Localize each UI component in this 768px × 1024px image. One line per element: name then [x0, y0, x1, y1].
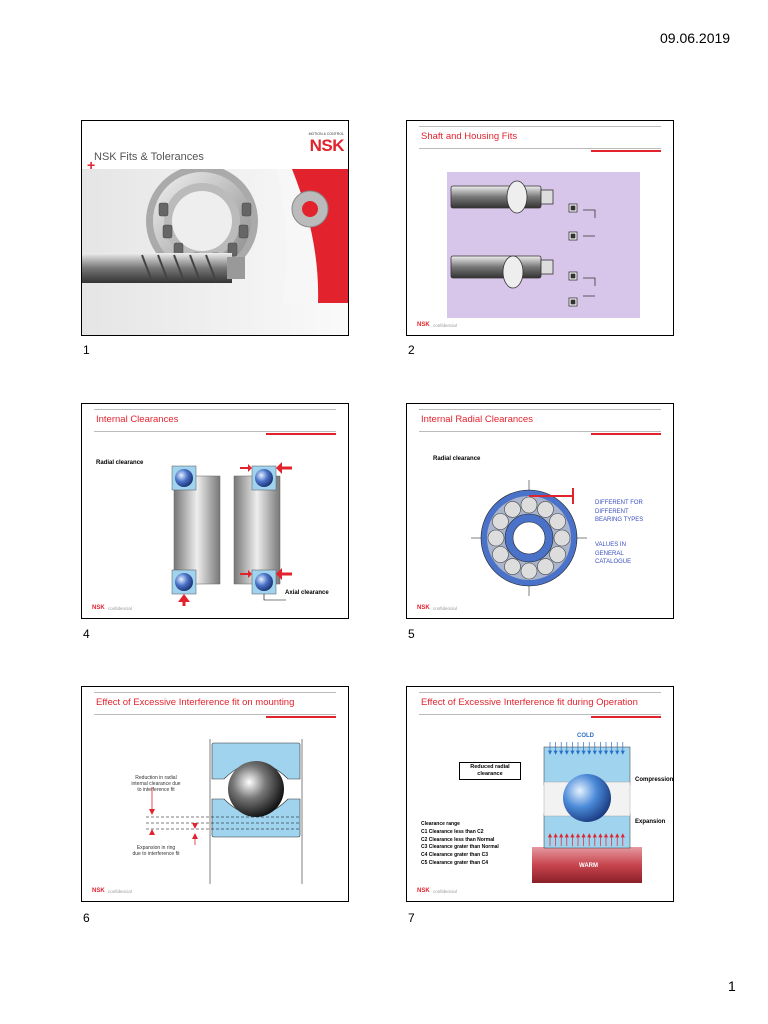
operation-diagram — [532, 742, 642, 883]
slide-title: Effect of Excessive Interference fit on … — [96, 697, 295, 708]
accent-line — [591, 150, 661, 152]
expansion-note: Expansion in ring due to interference fi… — [132, 845, 180, 857]
footer-confidential: confidencial — [108, 889, 132, 894]
logo-caption: MOTION & CONTROL — [308, 132, 344, 136]
slide-number: 5 — [408, 627, 415, 641]
divider — [419, 714, 661, 715]
slide-1[interactable]: NSK Fits & Tolerances + MOTION & CONTROL… — [81, 120, 349, 336]
cold-arrows — [547, 742, 625, 755]
plus-icon: + — [87, 157, 96, 173]
shaft-fits-diagram — [447, 172, 640, 318]
radial-clearance-label: Radial clearance — [96, 460, 144, 466]
slide-4[interactable]: Internal Clearances Radial clearance Axi… — [81, 403, 349, 619]
slide-5[interactable]: Internal Radial Clearances Radial cleara… — [406, 403, 674, 619]
nsk-logo: NSK — [309, 136, 345, 155]
header-date: 09.06.2019 — [660, 30, 731, 46]
slide-title: NSK Fits & Tolerances — [94, 151, 204, 163]
slide-2[interactable]: Shaft and Housing Fits NSK confidencial — [406, 120, 674, 336]
cold-label: COLD — [577, 733, 594, 739]
divider — [94, 692, 336, 693]
divider — [419, 409, 661, 410]
footer-logo: NSK — [92, 888, 105, 894]
values-note: VALUES IN GENERAL CATALOGUE — [595, 542, 632, 566]
accent-line — [266, 716, 336, 718]
radial-clearance-label: Radial clearance — [433, 456, 481, 462]
slide-number: 2 — [408, 343, 415, 357]
footer-confidential: confidencial — [433, 323, 457, 328]
different-note: DIFFERENT FOR DIFFERENT BEARING TYPES — [595, 500, 644, 524]
footer-logo: NSK — [417, 322, 430, 328]
slide-number: 6 — [83, 911, 90, 925]
footer-confidential: confidencial — [433, 889, 457, 894]
slide-6[interactable]: Effect of Excessive Interference fit on … — [81, 686, 349, 902]
divider — [94, 714, 336, 715]
accent-line — [591, 433, 661, 435]
compression-label: Compression — [635, 777, 674, 783]
ball-set — [487, 496, 571, 580]
slide-title: Effect of Excessive Interference fit dur… — [421, 697, 638, 708]
accent-line — [266, 433, 336, 435]
divider — [419, 431, 661, 432]
footer-logo: NSK — [417, 605, 430, 611]
warm-arrows — [547, 833, 625, 846]
reduced-clearance-box: Reduced radial clearance — [459, 762, 521, 781]
slide-title: Shaft and Housing Fits — [421, 131, 518, 142]
slide-number: 7 — [408, 911, 415, 925]
slide-title: Internal Radial Clearances — [421, 414, 533, 425]
warm-label: WARM — [579, 863, 598, 869]
divider — [94, 409, 336, 410]
footer-confidential: confidencial — [108, 606, 132, 611]
reduction-note: Reduction in radial internal clearance d… — [131, 775, 181, 793]
footer-logo: NSK — [417, 888, 430, 894]
slide-number: 4 — [83, 627, 90, 641]
divider — [419, 126, 661, 127]
accent-line — [591, 716, 661, 718]
page-number: 1 — [728, 978, 736, 994]
slide-title: Internal Clearances — [96, 414, 179, 425]
bearing-hero-image — [82, 169, 348, 335]
divider — [419, 692, 661, 693]
axial-clearance-label: Axial clearance — [285, 590, 329, 596]
mounting-diagram — [146, 739, 303, 884]
divider — [419, 148, 661, 149]
clearance-range-list: Clearance range C1 Clearance less than C… — [421, 821, 499, 866]
slide-number: 1 — [83, 343, 90, 357]
divider — [94, 431, 336, 432]
footer-logo: NSK — [92, 605, 105, 611]
radial-bearing-diagram — [471, 480, 587, 596]
footer-confidential: confidencial — [433, 606, 457, 611]
expansion-label: Expansion — [635, 819, 666, 825]
slide-7[interactable]: Effect of Excessive Interference fit dur… — [406, 686, 674, 902]
clearance-diagram — [171, 462, 292, 606]
